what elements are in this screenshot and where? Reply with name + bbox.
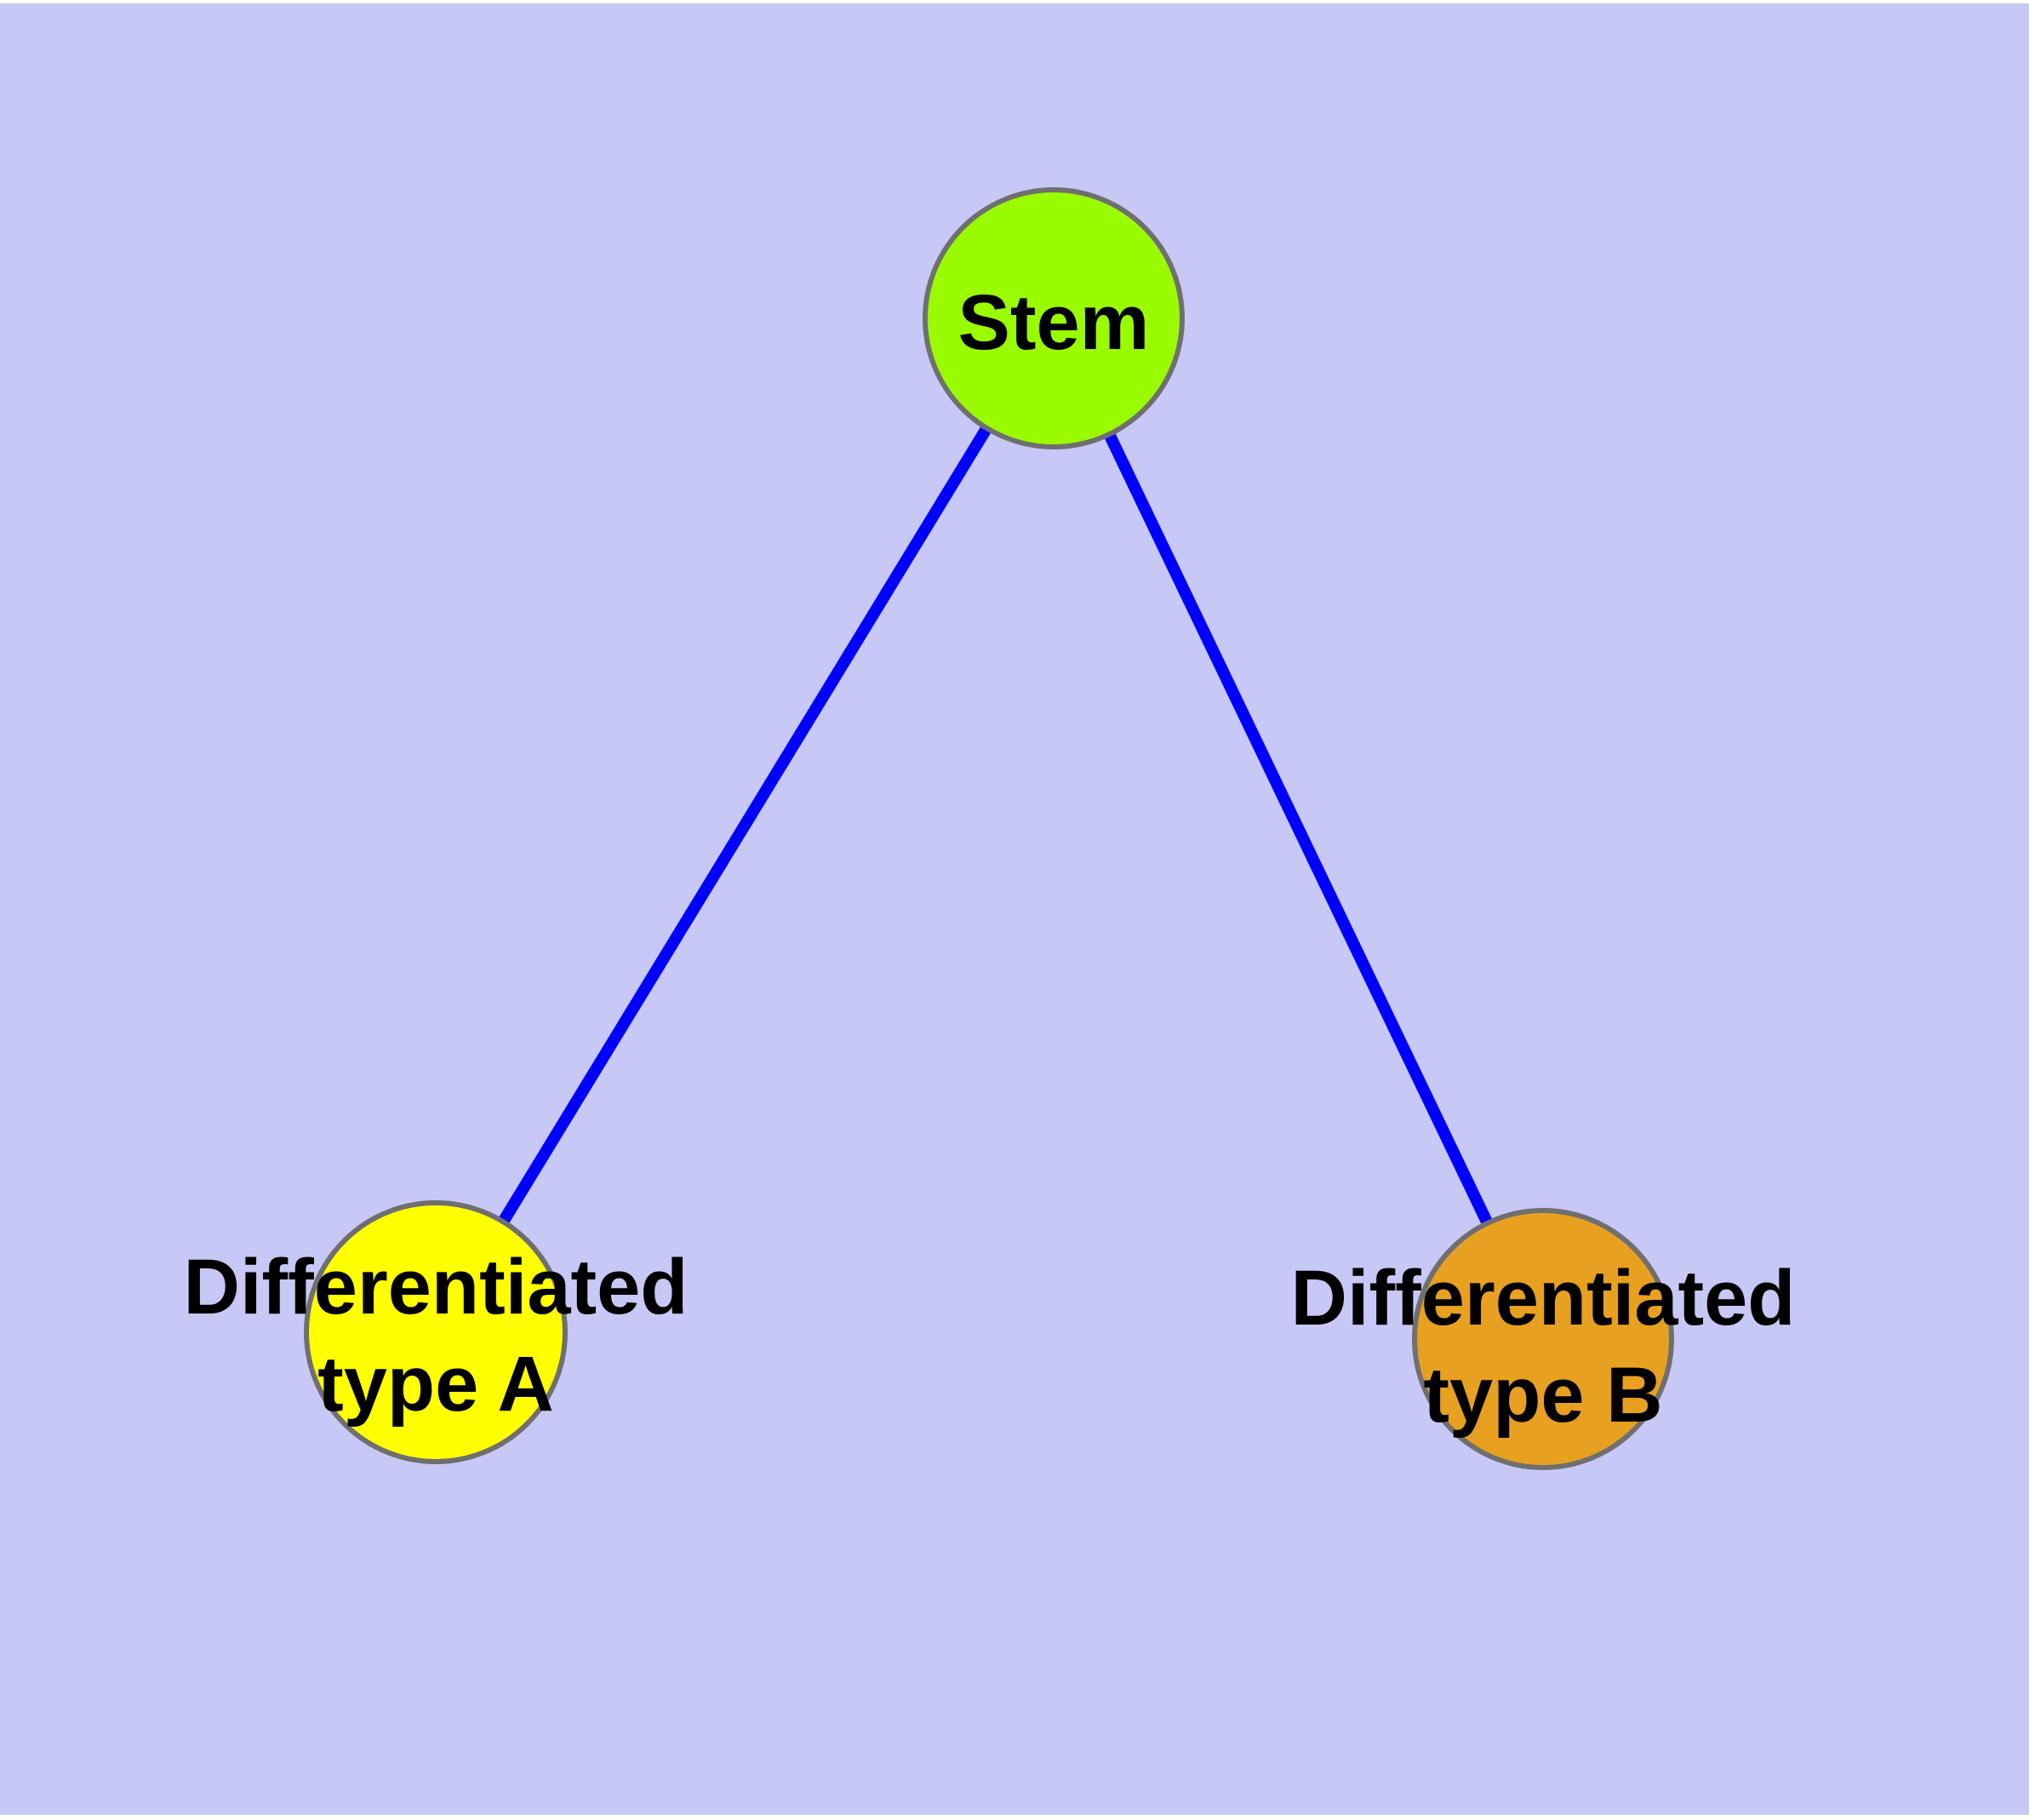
edge-stem-to-type-b xyxy=(1048,315,1549,1342)
type-b-node xyxy=(1412,1208,1674,1470)
type-a-node-label-line2: type A xyxy=(317,1341,554,1428)
edge-stem-to-type-a xyxy=(431,315,1059,1336)
stem-node-label: Stem xyxy=(958,279,1150,366)
type-b-node-label-line2: type B xyxy=(1423,1352,1662,1439)
type-a-node-label-line1: Differentiated xyxy=(184,1244,689,1331)
stem-node xyxy=(923,187,1185,449)
type-b-node-label-line1: Differentiated xyxy=(1291,1255,1796,1342)
type-a-node xyxy=(304,1200,568,1464)
